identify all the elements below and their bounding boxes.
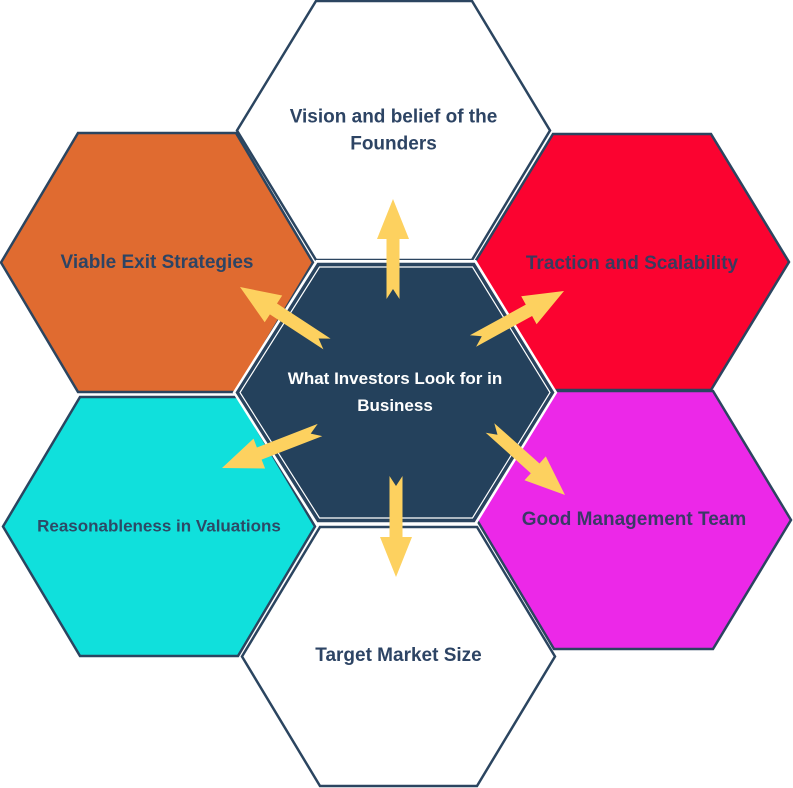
hexagon-bottom-label: Target Market Size	[315, 645, 481, 666]
arrow-layer	[222, 199, 565, 577]
center-hexagon	[235, 262, 555, 523]
hexagon-top-label-line: Founders	[350, 134, 437, 155]
arrow-to-bottom-icon	[380, 476, 412, 577]
hexagon-upper-right-label-line: Traction and Scalability	[526, 253, 739, 274]
center-hexagon-label-line: Business	[357, 396, 433, 415]
arrow-to-top-icon	[377, 199, 409, 299]
center-hexagon-label: What Investors Look for in Business	[288, 369, 502, 415]
arrow-to-upper-right-icon	[469, 291, 564, 347]
hexagon-upper-right-label: Traction and Scalability	[526, 253, 739, 274]
center-hexagon-label-line: What Investors Look for in	[288, 369, 502, 388]
center-hexagon-inner-line	[239, 266, 551, 519]
arrow-to-upper-left-icon	[240, 287, 331, 350]
arrow-to-lower-right-icon	[485, 423, 565, 495]
hexagon-bottom-label-line: Target Market Size	[315, 645, 481, 666]
hexagon-lower-left-label: Reasonableness in Valuations	[37, 516, 281, 535]
hexagon-lower-right-label-line: Good Management Team	[522, 509, 747, 530]
hexagon-lower-right-label: Good Management Team	[522, 509, 747, 530]
hexagon-upper-left-label-line: Viable Exit Strategies	[61, 252, 254, 273]
hexagon-bottom	[240, 525, 557, 788]
hexagon-upper-left-label: Viable Exit Strategies	[61, 252, 254, 273]
hexagon-top-label-line: Vision and belief of the	[290, 107, 498, 128]
hexagon-lower-left-label-line: Reasonableness in Valuations	[37, 516, 281, 535]
center-hexagon-group	[232, 260, 558, 525]
arrow-to-lower-left-icon	[222, 423, 323, 469]
